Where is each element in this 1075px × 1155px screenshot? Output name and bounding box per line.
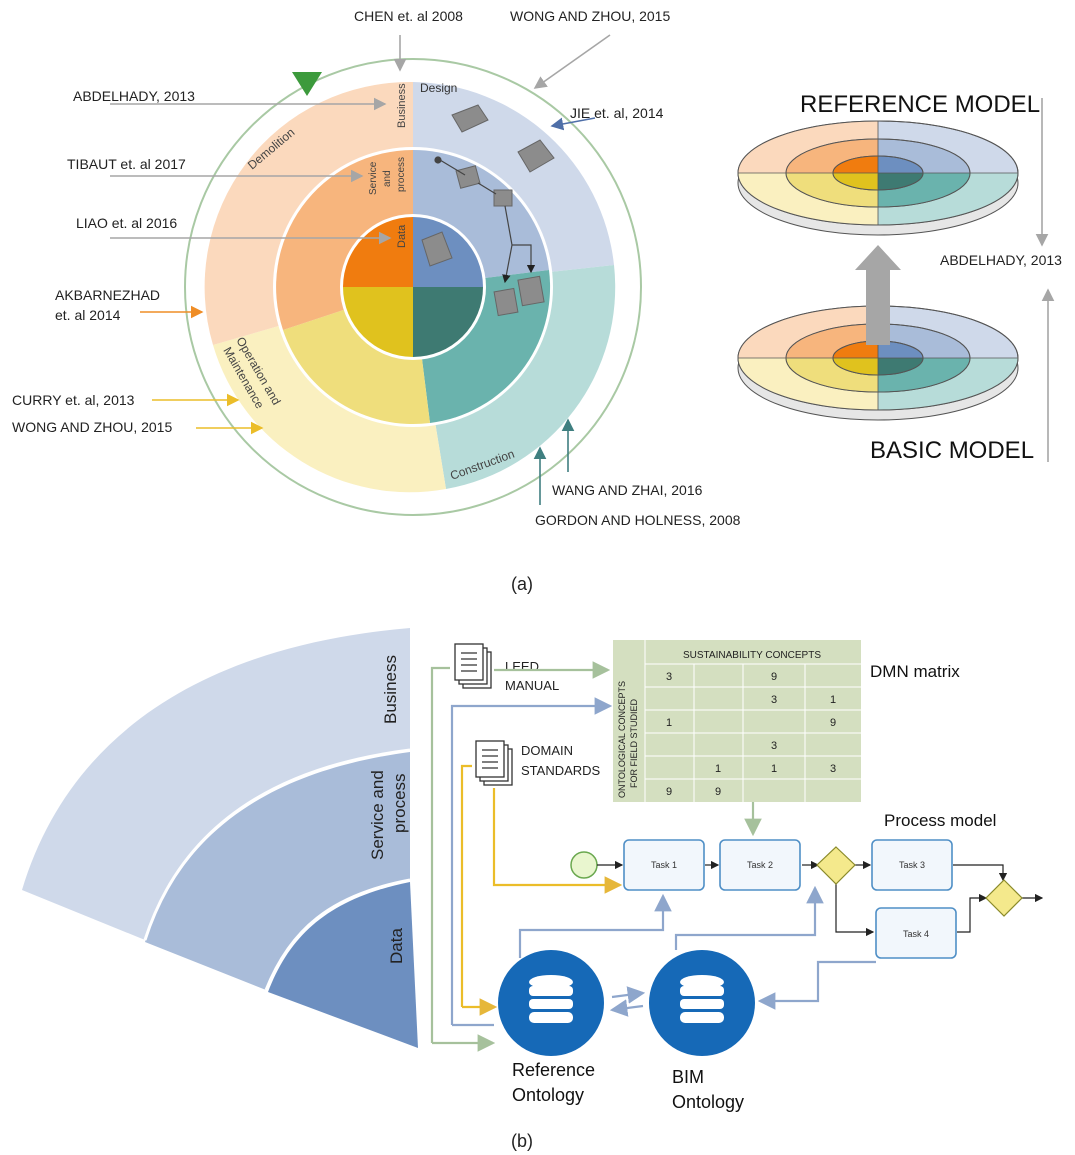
citation-liao: LIAO et. al 2016: [76, 215, 177, 231]
bim-ontology-label-1: BIM: [672, 1067, 704, 1087]
outer-ring: [184, 58, 642, 516]
flow-lines: [430, 661, 876, 1052]
citation-akbarnezhad-2: et. al 2014: [55, 307, 121, 323]
citation-akbarnezhad-1: AKBARNEZHAD: [55, 287, 160, 303]
citation-tibaut: TIBAUT et. al 2017: [67, 156, 186, 172]
service-label-3: process: [396, 157, 407, 192]
citation-chen: CHEN et. al 2008: [354, 8, 463, 24]
matrix-cell: 1: [666, 717, 672, 729]
construction-inner-sector: [413, 287, 483, 357]
matrix-cell: 3: [830, 763, 836, 775]
domain-label-1: DOMAIN: [521, 743, 573, 758]
design-label: Design: [420, 81, 457, 95]
dmn-matrix: SUSTAINABILITY CONCEPTS ONTOLOGICAL CONC…: [613, 640, 861, 802]
data-label: Data: [396, 224, 408, 248]
task-3-box: [871, 839, 953, 891]
fan-data-band: [268, 882, 418, 1048]
leed-label-1: LEED: [505, 659, 539, 674]
matrix-cell: 1: [830, 694, 836, 706]
matrix-row-header-2: FOR FIELD STUDIED: [629, 698, 639, 788]
matrix-cell: 9: [666, 786, 672, 798]
matrix-cell: 1: [771, 763, 777, 775]
task-1-box: [623, 839, 705, 891]
business-label: Business: [396, 83, 408, 128]
bim-ontology-label-2: Ontology: [672, 1092, 744, 1112]
upgrade-arrow-icon: [855, 245, 901, 345]
service-label-2: and: [382, 170, 393, 187]
basic-model-disc: [737, 305, 1019, 421]
process-model-title: Process model: [884, 811, 996, 830]
matrix-cell: 1: [715, 763, 721, 775]
fan-business-label: Business: [381, 655, 400, 724]
task-3-label: Task 3: [899, 860, 925, 870]
reference-model-disc: [737, 120, 1019, 236]
cube-icon: [421, 104, 555, 317]
fan-service-band: [145, 752, 410, 990]
citation-wong-zhou-top: WONG AND ZHOU, 2015: [510, 8, 670, 24]
matrix-cell: 3: [771, 694, 777, 706]
caption-b: (b): [511, 1131, 533, 1151]
domain-label-2: STANDARDS: [521, 763, 601, 778]
bim-ontology-node: BIM Ontology: [649, 950, 755, 1112]
task-2-label: Task 2: [747, 860, 773, 870]
citation-abdelhady: ABDELHADY, 2013: [73, 88, 195, 104]
service-label-1: Service: [368, 161, 379, 195]
fan-data-label: Data: [387, 928, 406, 964]
model-citation: ABDELHADY, 2013: [940, 252, 1062, 268]
fan-service-label-2: process: [390, 773, 409, 833]
citation-wong-zhou-bottom: WONG AND ZHOU, 2015: [12, 419, 172, 435]
citation-gordon-holness: GORDON AND HOLNESS, 2008: [535, 512, 741, 528]
matrix-cell: 9: [771, 671, 777, 683]
leed-label-2: MANUAL: [505, 678, 559, 693]
document-stack-icon: [454, 643, 492, 689]
gateway-icon: [816, 846, 856, 885]
fan-service-label-1: Service and: [368, 770, 387, 860]
triangle-marker-icon: [292, 72, 322, 96]
model-annotation-arrows: [1035, 98, 1055, 462]
matrix-header: SUSTAINABILITY CONCEPTS: [683, 650, 821, 661]
matrix-cells: 3 9 3 1 1 9 3 1 1 3 9 9: [666, 671, 836, 798]
demolition-inner-sector: [343, 217, 413, 287]
citation-labels: CHEN et. al 2008 WONG AND ZHOU, 2015 ABD…: [12, 8, 741, 528]
reference-ontology-label-1: Reference: [512, 1060, 595, 1080]
process-model: Task 1 Task 2 Task 3 Task 4: [570, 839, 1044, 959]
gateway-icon: [985, 879, 1023, 917]
process-connectors: [434, 156, 536, 284]
matrix-cell: 9: [715, 786, 721, 798]
matrix-cell: 3: [771, 740, 777, 752]
task-4-box: [875, 907, 957, 959]
dmn-matrix-title: DMN matrix: [870, 662, 960, 681]
reference-ontology-node: Reference Ontology: [498, 950, 604, 1105]
document-stack-icon: [475, 740, 513, 786]
citation-jie: JIE et. al, 2014: [570, 105, 664, 121]
lifecycle-wheel: Design Demolition Construction Operation…: [184, 58, 642, 516]
matrix-cell: 3: [666, 671, 672, 683]
reference-ontology-label-2: Ontology: [512, 1085, 584, 1105]
citation-arrows: [110, 34, 611, 505]
task-4-label: Task 4: [903, 929, 929, 939]
layer-fan: Business Service and process Data: [22, 628, 418, 1048]
reference-model-label: REFERENCE MODEL: [800, 91, 1040, 118]
citation-curry: CURRY et. al, 2013: [12, 392, 135, 408]
citation-wang-zhai: WANG AND ZHAI, 2016: [552, 482, 703, 498]
basic-model-label: BASIC MODEL: [870, 437, 1034, 464]
caption-a: (a): [511, 574, 533, 594]
operation-inner-sector: [343, 287, 413, 357]
task-1-label: Task 1: [651, 860, 677, 870]
task-2-box: [719, 839, 801, 891]
start-event-icon: [570, 851, 598, 879]
matrix-cell: 9: [830, 717, 836, 729]
fan-business-band: [22, 628, 410, 940]
matrix-row-header-1: ONTOLOGICAL CONCEPTS: [617, 681, 627, 798]
